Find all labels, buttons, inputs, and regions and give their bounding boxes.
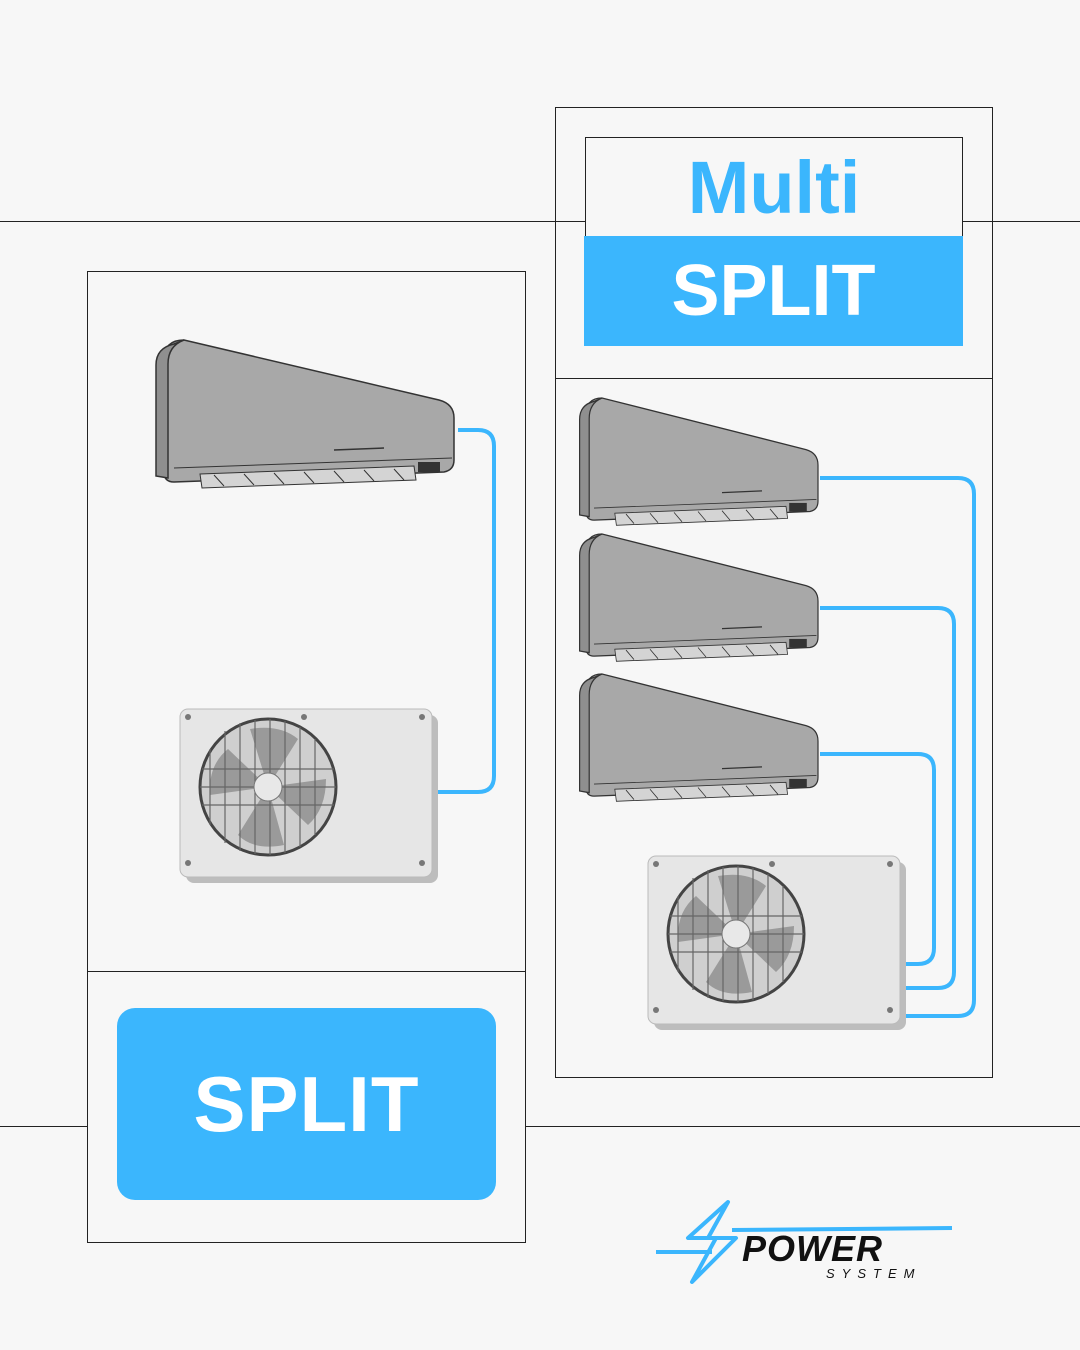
indoor-ac-unit-icon [155, 339, 455, 489]
lightning-bolt-logo-icon [656, 1200, 952, 1284]
refrigerant-pipe [434, 428, 496, 794]
refrigerant-pipe [820, 752, 936, 966]
multi-split-diagram-panel [555, 378, 993, 1078]
logo-tagline: SYSTEM [826, 1266, 922, 1281]
multi-title: Multi [585, 137, 963, 237]
top-divider-line [0, 221, 1080, 222]
outdoor-condenser-icon [178, 707, 440, 885]
logo-wordmark: POWER [742, 1228, 884, 1269]
multi-split-label: SPLIT [584, 236, 963, 346]
refrigerant-pipe [820, 606, 956, 990]
bottom-divider-line [0, 1126, 1080, 1127]
split-label: SPLIT [117, 1008, 496, 1200]
refrigerant-pipe [820, 476, 976, 1018]
